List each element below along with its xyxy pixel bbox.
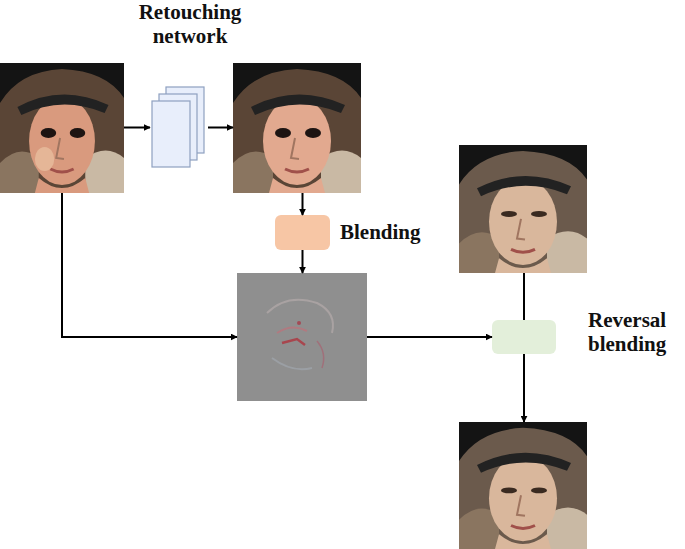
node-label: Blending bbox=[340, 220, 460, 244]
illustration-part bbox=[501, 487, 517, 493]
illustration-part bbox=[277, 327, 307, 333]
flow-arrow bbox=[124, 127, 150, 129]
illustration-part bbox=[489, 178, 557, 265]
blending-box: Blending bbox=[275, 215, 330, 250]
illustration-part bbox=[305, 128, 321, 138]
output-face-image bbox=[459, 422, 587, 549]
illustration-part bbox=[489, 455, 557, 541]
residual-image bbox=[237, 273, 367, 401]
illustration-part bbox=[285, 169, 309, 172]
illustration-part bbox=[517, 219, 525, 240]
illustration-part bbox=[251, 94, 345, 115]
illustration-part bbox=[17, 94, 108, 115]
illustration-part bbox=[477, 176, 571, 196]
illustration-part bbox=[29, 97, 95, 185]
illustration-part bbox=[282, 339, 305, 345]
illustration-part bbox=[233, 63, 361, 193]
illustration-part bbox=[459, 422, 587, 549]
illustration-part bbox=[0, 63, 124, 193]
illustration-part bbox=[41, 128, 57, 138]
illustration-part bbox=[459, 145, 587, 273]
illustration-part bbox=[297, 321, 301, 325]
flow-arrow bbox=[62, 193, 237, 337]
flow-arrow bbox=[208, 127, 233, 129]
illustration-part bbox=[511, 526, 535, 529]
flow-arrow bbox=[523, 273, 525, 320]
illustration-part bbox=[56, 138, 64, 159]
node-label: Reversal blending bbox=[588, 308, 685, 356]
illustration-part bbox=[35, 178, 89, 193]
illustration-part bbox=[459, 145, 587, 273]
illustration-part bbox=[35, 147, 54, 171]
flow-arrow bbox=[302, 250, 304, 273]
illustration-part bbox=[70, 128, 86, 138]
illustration-part bbox=[267, 300, 333, 333]
illustration-part bbox=[317, 341, 324, 368]
illustration-part bbox=[511, 249, 535, 252]
illustration-part bbox=[237, 273, 367, 401]
illustration-part bbox=[237, 273, 367, 401]
target-face-image bbox=[459, 145, 587, 273]
node-label: Retouching network bbox=[120, 0, 260, 48]
illustration-part bbox=[50, 169, 73, 172]
illustration-part bbox=[233, 63, 361, 193]
flow-arrow bbox=[523, 354, 525, 422]
illustration-part bbox=[459, 422, 587, 549]
reversal-blending-box: Reversal blending bbox=[492, 320, 556, 354]
illustration-part bbox=[517, 495, 525, 516]
illustration-part bbox=[495, 534, 551, 549]
illustration-part bbox=[150, 85, 208, 170]
illustration-part bbox=[495, 258, 551, 273]
illustration-part bbox=[275, 128, 291, 138]
illustration-part bbox=[263, 97, 331, 185]
illustration-part bbox=[501, 211, 517, 217]
illustration-part bbox=[531, 211, 547, 217]
illustration-part bbox=[291, 138, 299, 159]
illustration-part bbox=[477, 453, 571, 473]
retouched-face-image bbox=[233, 63, 361, 193]
illustration-part bbox=[269, 178, 325, 193]
illustration-part bbox=[152, 101, 190, 167]
network-icon: Retouching network bbox=[150, 85, 208, 170]
flow-arrow bbox=[302, 193, 304, 215]
illustration-part bbox=[272, 358, 312, 369]
illustration-part bbox=[531, 487, 547, 493]
input-face-image bbox=[0, 63, 124, 193]
flow-arrow bbox=[367, 336, 492, 338]
illustration-part bbox=[0, 63, 124, 193]
